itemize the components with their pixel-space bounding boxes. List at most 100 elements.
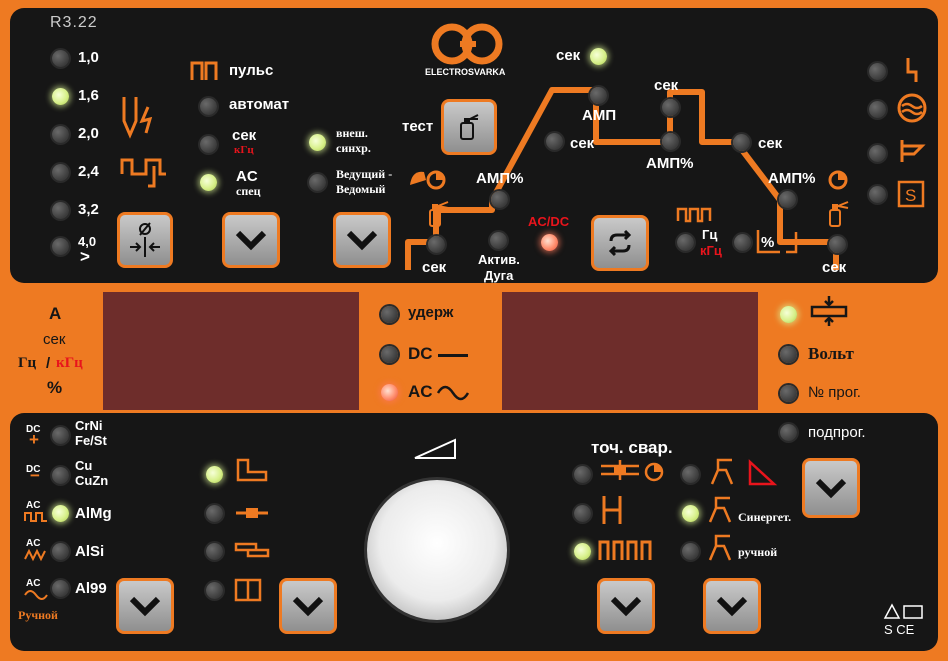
torch-manual-icon [708,534,732,561]
sync-ext-label-2: синхр. [336,141,371,155]
ac-wave-icon [436,385,470,401]
graph-amp-start-led [491,191,508,208]
volt-label: Вольт [808,344,854,363]
wire-label-6: 4,0 [78,234,97,249]
diameter-icon [130,222,160,257]
sync-down-button[interactable] [333,212,391,268]
joint-led-1 [206,466,223,483]
joint-down-button[interactable] [279,578,337,634]
graph-amp-left-label: АМП [582,107,617,124]
torch-led-3 [682,543,699,560]
material-down-button[interactable] [116,578,174,634]
graph-amp-right-led [779,191,796,208]
postflow-icons [828,170,849,227]
graph-sec-pulse-label: сек [654,77,679,94]
wire-led-5 [52,202,69,219]
adjust-knob[interactable] [367,480,507,620]
display-unit-amp: A [49,304,62,323]
wire-led-3 [52,126,69,143]
torch-led-2 [682,505,699,522]
gas-test-label: тест [402,118,434,135]
graph-sec-right-led [733,134,750,151]
acdc-cycle-button[interactable] [591,215,649,271]
sync-ext-led [309,134,326,151]
torch-down-button[interactable] [703,578,761,634]
material-label-2b: CuZn [75,473,109,488]
chevron-down-icon [292,596,324,617]
spot-down-button[interactable] [597,578,655,634]
joint-led-3 [206,543,223,560]
graph-pct-led [734,234,751,251]
mode-ac-label: AC [236,168,258,185]
torch-manual-label: ручной [738,545,778,559]
program-down-button[interactable] [802,458,860,518]
mode-down-button[interactable] [222,212,280,268]
cert-marks: S CE [884,622,915,637]
gas-test-button[interactable] [441,99,497,155]
graph-sec-pulse-led [662,99,679,116]
material-tag-5: AC [26,578,41,589]
graph-active-arc-label-2: Дуга [484,268,514,283]
graph-khz-label: кГц [700,243,722,258]
dc-label: DC [408,344,433,363]
material-tag-2: DC [26,464,41,475]
electrode-arc-icon [122,97,153,139]
wire-label-2: 1,6 [78,87,99,104]
pulse-weld-icon [120,158,166,188]
graph-amp-start-label: АМП% [476,170,524,187]
pulse-icon [190,61,218,80]
graph-sec-mid-label: сек [570,135,595,152]
preflow-icons [426,170,449,227]
spot-timer-icon [644,462,664,482]
chevron-down-icon [235,230,267,251]
brand-name: ELECTROSVARKA [425,67,506,77]
wire-led-2 [52,88,69,105]
display-unit-hz: Гц [18,355,37,371]
joint-butt-icon [236,508,268,518]
graph-sec-start-label: сек [422,259,447,276]
hold-label: удерж [408,304,454,321]
graph-sec-end-label: сек [822,259,847,276]
left-display [103,292,359,410]
spot-tack-icon [602,496,622,524]
spot-led-3 [574,543,591,560]
diameter-select-button[interactable] [117,212,173,268]
joint-led-4 [206,582,223,599]
graph-active-arc-label-1: Актив. [478,252,520,267]
torch-synergic-icon [708,496,732,523]
wire-label-5: 3,2 [78,201,99,218]
status-power-led [869,63,886,80]
joint-fillet-icon [236,458,268,482]
graph-sec-start-led [428,236,445,253]
model-label: R3.22 [50,14,98,31]
subprog-led [780,424,797,441]
material-label-2a: Cu [75,458,93,473]
material-led-2 [52,467,69,484]
spot-multi-icon [598,540,652,560]
manual-material-label: Ручной [18,608,58,622]
weld-cycle-graph [405,87,839,270]
prog-label: № прог. [808,384,861,401]
mode-sec-led [200,136,217,153]
display-unit-sep: / [46,355,51,372]
sync-lead-label-2: Ведомый [336,182,386,196]
pulse-balance-icon [756,230,798,254]
material-led-3 [52,505,69,522]
volt-led [780,346,797,363]
mode-sec-label: сек [232,127,257,144]
ac-led [381,384,398,401]
graph-sec-end-led [829,236,846,253]
ac-label: AC [408,382,433,401]
material-tag-1: DC [26,424,41,435]
graph-sec-top-label: сек [556,47,581,64]
material-label-4: AlSi [75,543,105,560]
spot-title: точ. свар. [591,438,673,457]
chevron-down-icon [346,230,378,251]
status-overheat-led [869,145,886,162]
wire-label-4: 2,4 [78,163,99,180]
ac-square-wave-icon [24,512,47,522]
wire-led-1 [52,50,69,67]
svg-text:S: S [905,186,916,205]
graph-sec-right-label: сек [758,135,783,152]
wire-led-6 [52,238,69,255]
